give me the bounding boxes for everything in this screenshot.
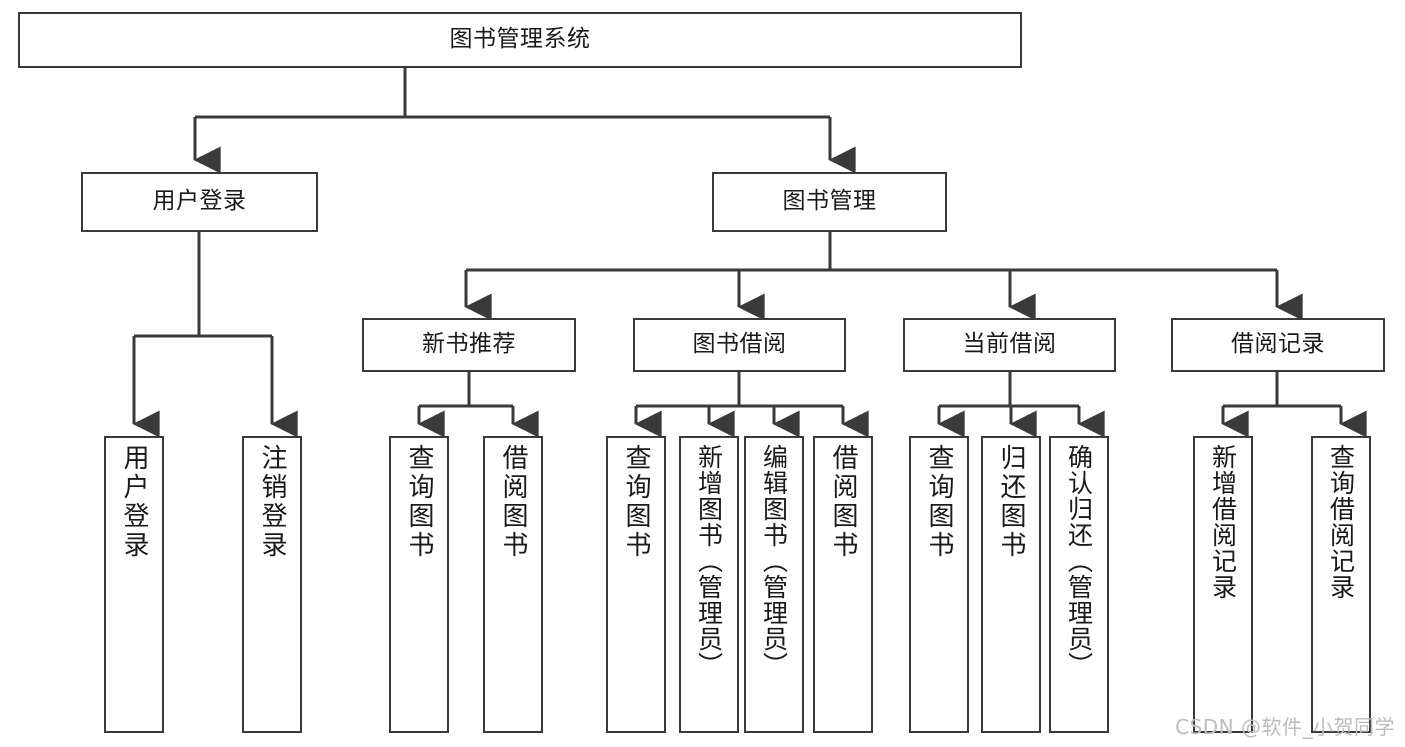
node-leaf-query-book-1[interactable]: 查询图书 bbox=[389, 436, 449, 733]
node-leaf-borrow-book-2-label: 借阅图书 bbox=[828, 444, 858, 560]
node-leaf-query-book-3-label: 查询图书 bbox=[924, 444, 954, 560]
node-leaf-add-record[interactable]: 新增借阅记录 bbox=[1193, 436, 1253, 733]
node-leaf-user-login-label: 用户登录 bbox=[119, 444, 149, 560]
node-leaf-add-record-label: 新增借阅记录 bbox=[1208, 444, 1238, 600]
node-book-borrow[interactable]: 图书借阅 bbox=[633, 318, 846, 372]
node-leaf-user-logout-label: 注销登录 bbox=[257, 444, 287, 560]
node-new-book-recommend[interactable]: 新书推荐 bbox=[362, 318, 576, 372]
node-leaf-edit-book-label: 编辑图书（管理员） bbox=[759, 444, 789, 678]
watermark-text: CSDN @软件_小贺同学 bbox=[1175, 715, 1395, 739]
node-user-login-label: 用户登录 bbox=[152, 188, 247, 215]
node-leaf-return-book[interactable]: 归还图书 bbox=[981, 436, 1041, 733]
node-current-borrow-label: 当前借阅 bbox=[962, 331, 1057, 358]
node-leaf-query-record-label: 查询借阅记录 bbox=[1326, 444, 1356, 600]
node-root[interactable]: 图书管理系统 bbox=[18, 12, 1022, 68]
node-root-label: 图书管理系统 bbox=[449, 26, 591, 53]
node-leaf-query-record[interactable]: 查询借阅记录 bbox=[1311, 436, 1371, 733]
node-leaf-borrow-book-1-label: 借阅图书 bbox=[498, 444, 528, 560]
node-book-borrow-label: 图书借阅 bbox=[692, 331, 787, 358]
node-leaf-edit-book[interactable]: 编辑图书（管理员） bbox=[744, 436, 804, 733]
node-leaf-confirm-return-label: 确认归还（管理员） bbox=[1064, 444, 1094, 678]
node-borrow-record[interactable]: 借阅记录 bbox=[1171, 318, 1385, 372]
node-leaf-query-book-2[interactable]: 查询图书 bbox=[606, 436, 666, 733]
node-leaf-confirm-return[interactable]: 确认归还（管理员） bbox=[1049, 436, 1109, 733]
node-leaf-user-logout[interactable]: 注销登录 bbox=[242, 436, 302, 733]
node-leaf-add-book[interactable]: 新增图书（管理员） bbox=[679, 436, 739, 733]
node-current-borrow[interactable]: 当前借阅 bbox=[903, 318, 1116, 372]
node-book-manage-label: 图书管理 bbox=[782, 188, 877, 215]
node-book-manage[interactable]: 图书管理 bbox=[712, 172, 947, 232]
node-leaf-user-login[interactable]: 用户登录 bbox=[104, 436, 164, 733]
node-leaf-add-book-label: 新增图书（管理员） bbox=[694, 444, 724, 678]
node-borrow-record-label: 借阅记录 bbox=[1231, 331, 1325, 358]
node-new-book-recommend-label: 新书推荐 bbox=[422, 331, 516, 358]
node-leaf-borrow-book-2[interactable]: 借阅图书 bbox=[813, 436, 873, 733]
node-leaf-query-book-1-label: 查询图书 bbox=[404, 444, 434, 560]
node-user-login[interactable]: 用户登录 bbox=[81, 172, 318, 232]
node-leaf-borrow-book-1[interactable]: 借阅图书 bbox=[483, 436, 543, 733]
node-leaf-return-book-label: 归还图书 bbox=[996, 444, 1026, 560]
node-leaf-query-book-3[interactable]: 查询图书 bbox=[909, 436, 969, 733]
node-leaf-query-book-2-label: 查询图书 bbox=[621, 444, 651, 560]
